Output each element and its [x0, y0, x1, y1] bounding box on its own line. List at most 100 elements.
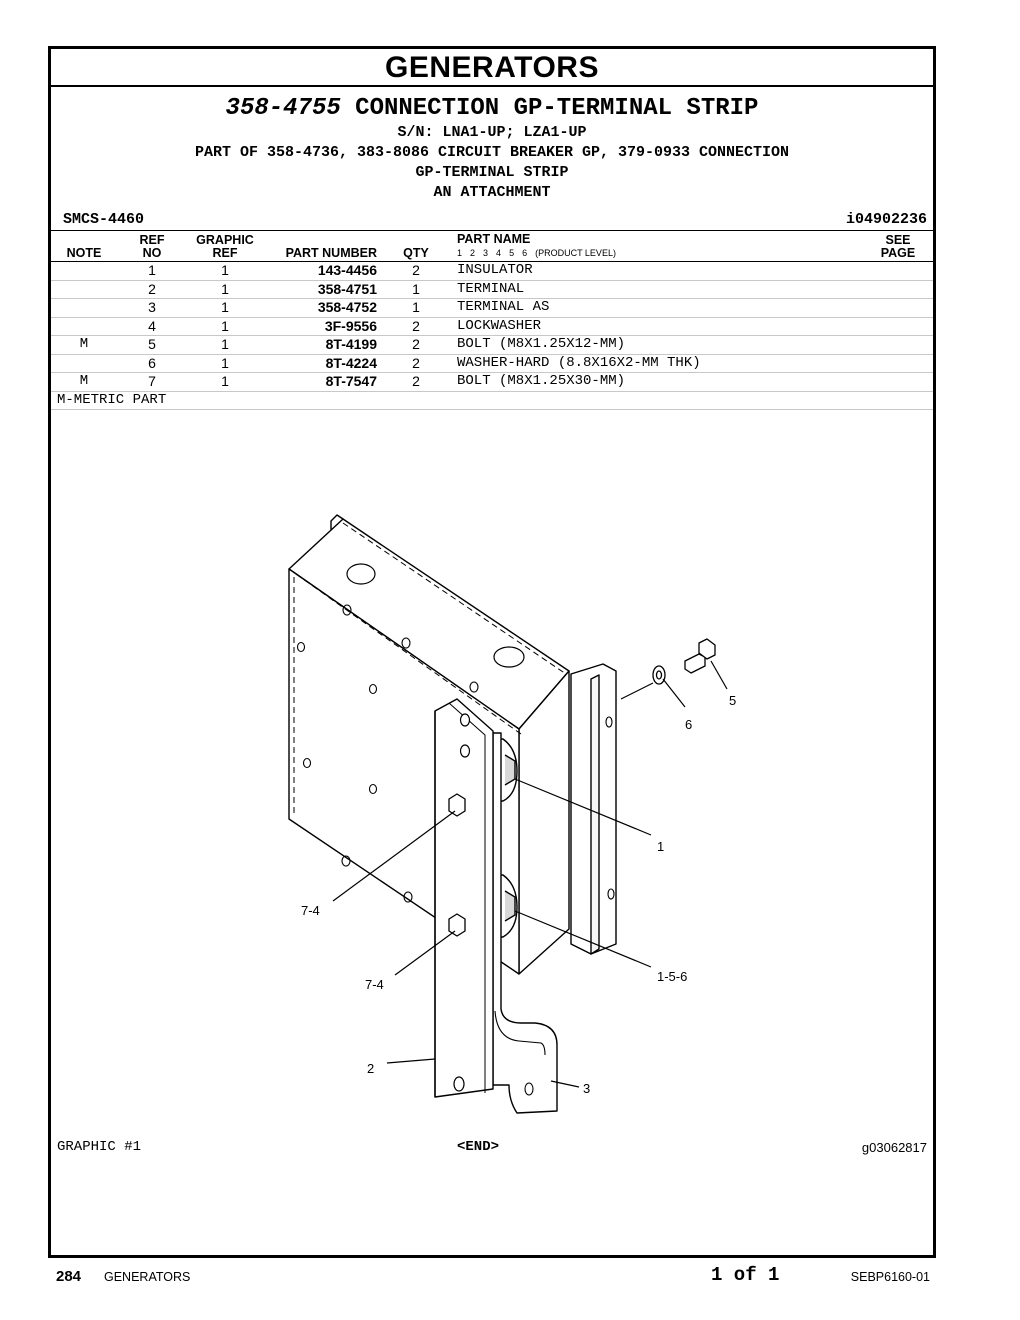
cell-note: M [51, 372, 117, 392]
table-row: 1 1 143-4456 2 INSULATOR [51, 261, 933, 281]
table-row: M 5 1 8T-4199 2 BOLT (M8X1.25X12-MM) [51, 335, 933, 355]
cell-ref: 1 [117, 261, 187, 281]
cell-note [51, 261, 117, 281]
table-row: 2 1 358-4751 1 TERMINAL [51, 280, 933, 299]
callout-label: 7-4 [301, 903, 320, 918]
cell-graphic-ref: 1 [187, 261, 263, 281]
cell-note [51, 354, 117, 373]
cell-qty: 2 [381, 354, 451, 373]
cell-see-page [863, 335, 933, 355]
cell-graphic-ref: 1 [187, 280, 263, 299]
cell-part-name: BOLT (M8X1.25X30-MM) [451, 372, 863, 392]
cell-part-number[interactable]: 3F-9556 [263, 317, 381, 336]
cell-qty: 1 [381, 298, 451, 318]
cell-ref: 7 [117, 372, 187, 392]
terminal-bar [434, 698, 494, 1098]
cell-part-name: TERMINAL [451, 280, 863, 299]
cell-part-name: BOLT (M8X1.25X12-MM) [451, 335, 863, 355]
cell-part-name: LOCKWASHER [451, 317, 863, 336]
exploded-view-illustration: 5 6 1 7-4 1-5-6 7-4 2 3 [288, 514, 736, 1114]
bolt-short [684, 653, 706, 674]
cell-see-page [863, 261, 933, 281]
cell-note: M [51, 335, 117, 355]
cell-ref: 2 [117, 280, 187, 299]
knockout-hole [493, 646, 525, 668]
cell-ref: 5 [117, 335, 187, 355]
knockout-hole [346, 563, 376, 585]
cell-graphic-ref: 1 [187, 298, 263, 318]
terminal-assembly [492, 732, 558, 1114]
serial-range: S/N: LNA1-UP; LZA1-UP [397, 124, 587, 141]
cell-qty: 1 [381, 280, 451, 299]
cell-ref: 3 [117, 298, 187, 318]
header-part-number: PART NUMBER [263, 231, 381, 262]
bracket-flange [590, 674, 600, 955]
cell-note [51, 280, 117, 299]
end-label: <END> [457, 1139, 500, 1155]
metric-note: M-METRIC PART [51, 391, 933, 410]
cell-part-number[interactable]: 8T-4224 [263, 354, 381, 373]
part-of-line-2: GP-TERMINAL STRIP [415, 164, 569, 181]
table-row: 3 1 358-4752 1 TERMINAL AS [51, 298, 933, 318]
cell-graphic-ref: 1 [187, 354, 263, 373]
table-row: 6 1 8T-4224 2 WASHER-HARD (8.8X16X2-MM T… [51, 354, 933, 373]
metric-note-row: M-METRIC PART [51, 391, 933, 410]
cell-ref: 6 [117, 354, 187, 373]
graphic-label: GRAPHIC #1 [57, 1139, 142, 1155]
callout-label: 6 [685, 717, 692, 732]
cell-part-name: WASHER-HARD (8.8X16X2-MM THK) [451, 354, 863, 373]
document-number: SEBP6160-01 [850, 1270, 930, 1284]
bolt-upper [448, 793, 466, 817]
callout-label: 5 [729, 693, 736, 708]
header-note: NOTE [51, 231, 117, 262]
cell-see-page [863, 317, 933, 336]
callout-label: 2 [367, 1061, 374, 1076]
cell-note [51, 317, 117, 336]
cell-graphic-ref: 1 [187, 335, 263, 355]
group-title: 358-4755 CONNECTION GP-TERMINAL STRIP [51, 95, 933, 123]
cell-qty: 2 [381, 335, 451, 355]
graphic-id: g03062817 [861, 1140, 927, 1155]
table-row: M 7 1 8T-7547 2 BOLT (M8X1.25X30-MM) [51, 372, 933, 392]
cell-part-number[interactable]: 143-4456 [263, 261, 381, 281]
page-frame: GENERATORS 358-4755 CONNECTION GP-TERMIN… [48, 46, 936, 1258]
hidden-edge [295, 573, 522, 735]
footer-section: GENERATORS [104, 1270, 191, 1284]
illustration-id: i04902236 [845, 211, 927, 228]
cell-see-page [863, 298, 933, 318]
cell-see-page [863, 354, 933, 373]
group-header: 358-4755 CONNECTION GP-TERMINAL STRIP S/… [51, 95, 933, 203]
callout-label: 1-5-6 [657, 969, 687, 984]
page-footer: 284 GENERATORS 1 of 1 SEBP6160-01 [56, 1264, 936, 1288]
group-part-number: 358-4755 [225, 95, 341, 122]
cell-part-name: TERMINAL AS [451, 298, 863, 318]
callout-label: 7-4 [365, 977, 384, 992]
smcs-code: SMCS-4460 [63, 211, 145, 228]
smcs-row: SMCS-4460 i04902236 [51, 209, 933, 231]
cell-see-page [863, 280, 933, 299]
cell-ref: 4 [117, 317, 187, 336]
cell-part-number[interactable]: 358-4752 [263, 298, 381, 318]
cell-qty: 2 [381, 372, 451, 392]
callout-label: 1 [657, 839, 664, 854]
section-title: GENERATORS [51, 49, 933, 87]
cell-qty: 2 [381, 317, 451, 336]
cell-part-number[interactable]: 358-4751 [263, 280, 381, 299]
cell-part-name: INSULATOR [451, 261, 863, 281]
header-qty: QTY [381, 231, 451, 262]
cell-part-number[interactable]: 8T-4199 [263, 335, 381, 355]
group-name: CONNECTION GP-TERMINAL STRIP [355, 95, 759, 122]
cell-part-number[interactable]: 8T-7547 [263, 372, 381, 392]
attachment-line: AN ATTACHMENT [433, 184, 551, 201]
cell-see-page [863, 372, 933, 392]
part-of-line-1: PART OF 358-4736, 383-8086 CIRCUIT BREAK… [194, 144, 790, 161]
hidden-edge [342, 522, 567, 675]
cell-note [51, 298, 117, 318]
